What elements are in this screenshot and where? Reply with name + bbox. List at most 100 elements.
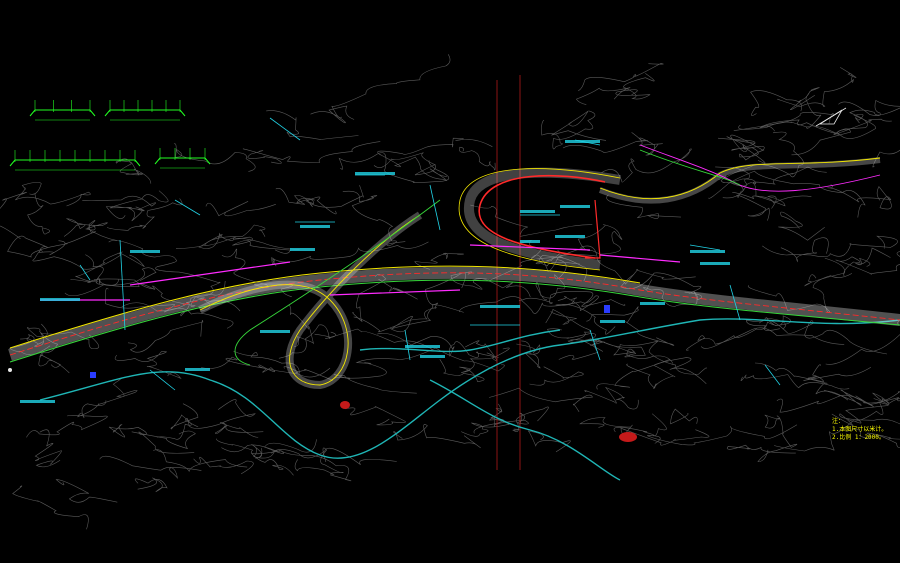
annotation-label-block <box>520 240 540 243</box>
contour-line <box>776 394 874 413</box>
contour-line <box>0 191 27 239</box>
contour-line <box>205 201 276 217</box>
contour-line <box>450 271 531 297</box>
contour-line <box>862 397 900 404</box>
notes-line-1: 1.本图尺寸以米计。 <box>832 426 888 433</box>
contour-line <box>458 291 626 313</box>
contour-line <box>77 377 138 419</box>
annotation-label-block <box>520 210 555 213</box>
contour-line <box>700 315 792 349</box>
contour-line <box>473 406 549 434</box>
contour-line <box>855 247 891 267</box>
annotation-magenta-2 <box>329 289 461 296</box>
contour-line <box>242 141 381 163</box>
contour-line <box>754 362 849 401</box>
annotation-label-block <box>300 225 330 228</box>
contour-line <box>726 134 766 164</box>
contour-line <box>577 224 623 255</box>
contour-line <box>578 63 664 92</box>
contour-line <box>732 192 786 209</box>
contour-line <box>392 424 481 449</box>
contour-line <box>579 417 633 438</box>
contour-line <box>724 131 804 179</box>
contour-line <box>34 429 62 468</box>
contour-line <box>613 413 667 436</box>
contour-line <box>670 408 698 425</box>
contour-line <box>835 251 900 277</box>
contour-line <box>376 332 499 358</box>
contour-line <box>827 184 892 210</box>
contour-line <box>777 67 857 107</box>
contour-line <box>32 250 145 270</box>
annotation-label-block <box>565 140 600 143</box>
contour-line <box>489 387 593 412</box>
ramp-west-edge <box>199 214 421 386</box>
contour-line <box>527 430 571 453</box>
north-arrow-icon <box>815 107 847 127</box>
contour-line <box>99 455 202 479</box>
contour-line <box>233 350 300 374</box>
leader-line <box>689 244 721 251</box>
leader-line <box>764 364 781 386</box>
annotation-label-block <box>355 172 395 175</box>
river-main <box>39 318 900 459</box>
contour-line <box>620 272 702 294</box>
contour-line <box>584 386 639 410</box>
grid-lines <box>496 75 521 470</box>
contour-line <box>740 374 850 390</box>
contour-line <box>601 148 692 183</box>
contour-line <box>288 304 314 347</box>
contour-line <box>247 150 282 164</box>
contour-line <box>736 190 770 221</box>
annotation-label-block <box>40 298 80 301</box>
contour-line <box>541 110 596 150</box>
annotation-label-block <box>690 250 725 253</box>
contour-line <box>726 444 796 454</box>
contour-line <box>216 438 317 455</box>
ramp-east-red-bracket <box>585 199 601 259</box>
contour-line <box>310 105 355 124</box>
contour-line <box>708 170 866 218</box>
contour-line <box>461 403 510 437</box>
contour-line <box>27 193 50 235</box>
contour-line <box>759 107 900 135</box>
structure-marker-blue-west <box>90 372 96 378</box>
contour-line <box>715 166 750 199</box>
contour-line <box>70 278 155 290</box>
annotation-label-block <box>480 305 520 308</box>
contour-line <box>198 232 300 250</box>
contour-line <box>373 152 436 176</box>
contour-line <box>596 359 671 390</box>
contour-line <box>64 267 157 297</box>
contour-line <box>64 220 118 244</box>
contour-line <box>780 237 829 263</box>
contour-line <box>747 273 853 313</box>
contour-line <box>75 251 123 284</box>
contour-line <box>173 143 256 172</box>
contour-line <box>586 306 675 346</box>
contour-line <box>344 406 406 426</box>
contour-line <box>131 430 196 450</box>
label-blocks <box>20 140 730 403</box>
contour-line <box>762 235 898 257</box>
contour-line <box>606 194 682 219</box>
contour-line <box>626 357 707 390</box>
contour-line <box>733 112 835 131</box>
annotation-magenta-1 <box>129 261 291 286</box>
ramp-loop-west <box>198 199 441 390</box>
contour-line <box>757 414 798 462</box>
contour-line <box>547 328 596 341</box>
annotation-label-block <box>640 302 665 305</box>
section-outline <box>104 109 186 117</box>
section-outline <box>154 157 211 165</box>
contour-line <box>717 137 765 161</box>
leader-lines <box>79 117 781 391</box>
contour-line <box>394 156 447 181</box>
contour-line <box>643 279 703 307</box>
contour-line <box>127 319 204 353</box>
annotation-label-block <box>185 368 210 371</box>
contour-line <box>26 323 48 347</box>
contour-line <box>759 319 888 355</box>
contour-line <box>180 297 211 317</box>
